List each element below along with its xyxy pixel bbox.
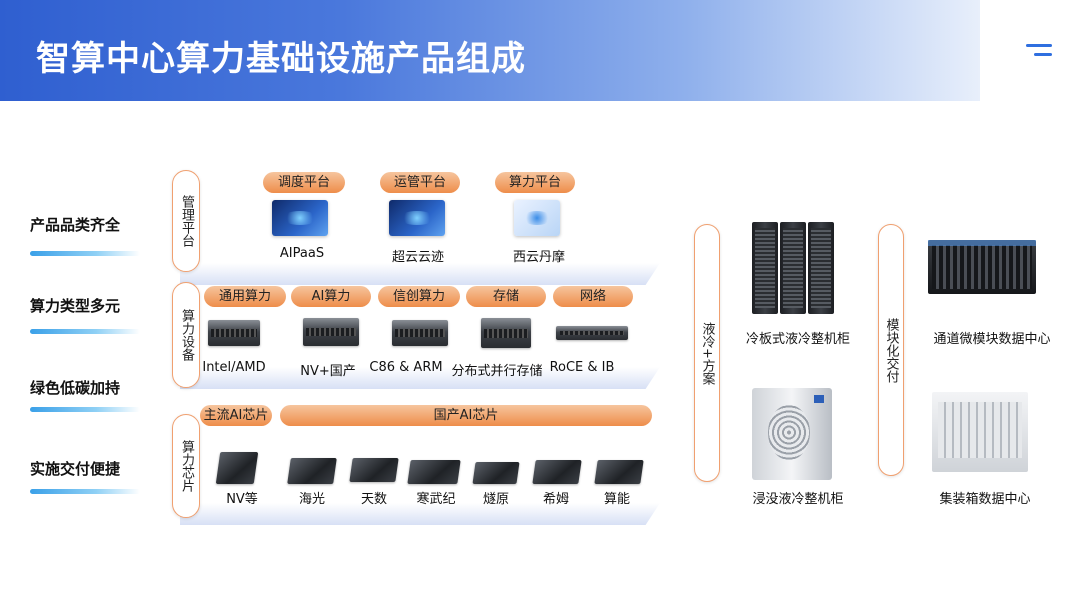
pill-computing: 算力平台: [495, 172, 575, 193]
pill-general: 通用算力: [204, 286, 286, 307]
chip-icon-enflame: [472, 462, 520, 484]
pill-ai: AI算力: [291, 286, 371, 307]
label-intel-amd: Intel/AMD: [202, 360, 266, 375]
page-title: 智算中心算力基础设施产品组成: [36, 39, 526, 79]
label-roce-ib: RoCE & IB: [549, 360, 615, 375]
cloud-ops-screen-icon: [389, 200, 445, 236]
label-cold-plate-rack: 冷板式液冷整机柜: [745, 332, 850, 347]
switch-icon-network: [556, 326, 628, 340]
cold-plate-rack-icon-3: [808, 222, 834, 314]
menu-icon[interactable]: [1026, 44, 1054, 60]
micro-module-datacenter-icon: [928, 240, 1036, 294]
label-enflame: 燧原: [482, 492, 509, 507]
label-sophgo: 算能: [603, 492, 630, 507]
feature-2-bar: [30, 329, 140, 334]
server-icon-xinchuang: [392, 320, 448, 346]
tab-modular-delivery: 模块化交付: [878, 224, 904, 476]
feature-1-bar: [30, 251, 140, 256]
label-nv-domestic: NV+国产: [300, 364, 356, 379]
equipment-platform-base: [180, 367, 660, 389]
label-chaoyun: 超云云迹: [391, 250, 444, 265]
tab-chips: 算力芯片: [172, 414, 200, 518]
chip-icon-hygon: [287, 458, 337, 484]
label-container-datacenter: 集装箱数据中心: [939, 492, 1031, 507]
aipaas-screen-icon: [272, 200, 328, 236]
feature-4-bar: [30, 489, 140, 494]
chip-icon-tianshu: [349, 458, 399, 482]
tab-liquid-cooling: 液冷+方案: [694, 224, 720, 482]
header-banner: [0, 0, 980, 101]
pill-network: 网络: [553, 286, 633, 307]
pill-operations: 运管平台: [380, 172, 460, 193]
feature-3-bar: [30, 407, 140, 412]
chip-icon-xim: [532, 460, 582, 484]
chip-icon-nv: [215, 452, 259, 484]
server-icon-general: [208, 320, 260, 346]
damo-screen-icon: [514, 200, 560, 236]
pill-mainstream-ai-chip: 主流AI芯片: [200, 405, 272, 426]
cold-plate-rack-icon-2: [780, 222, 806, 314]
label-nv: NV等: [226, 492, 258, 507]
label-aipaas: AIPaaS: [279, 246, 325, 261]
label-xiyun: 西云丹摩: [512, 250, 565, 265]
pill-domestic-ai-chip: 国产AI芯片: [280, 405, 652, 426]
label-immersion-rack: 浸没液冷整机柜: [752, 492, 844, 507]
label-cambricon: 寒武纪: [416, 492, 456, 507]
chip-icon-sophgo: [594, 460, 644, 484]
chip-icon-cambricon: [407, 460, 461, 484]
label-xim: 希姆: [542, 492, 569, 507]
tab-equipment: 算力设备: [172, 282, 200, 388]
feature-2: 算力类型多元: [30, 297, 121, 315]
management-platform-base: [180, 263, 660, 285]
chips-platform-base: [180, 503, 660, 525]
label-micro-module-datacenter: 通道微模块数据中心: [933, 332, 1051, 347]
pill-scheduling: 调度平台: [263, 172, 345, 193]
container-datacenter-icon: [932, 392, 1028, 472]
pill-xinchuang: 信创算力: [378, 286, 460, 307]
feature-4: 实施交付便捷: [30, 460, 121, 478]
tab-management: 管理平台: [172, 170, 200, 272]
pill-storage: 存储: [466, 286, 546, 307]
server-icon-ai: [303, 318, 359, 346]
label-distributed-storage: 分布式并行存储: [451, 364, 543, 379]
cold-plate-rack-icon-1: [752, 222, 778, 314]
feature-1: 产品品类齐全: [30, 216, 121, 234]
label-c86-arm: C86 & ARM: [369, 360, 443, 375]
immersion-tank-icon: [752, 388, 832, 480]
feature-3: 绿色低碳加持: [30, 379, 121, 397]
server-icon-storage: [481, 318, 531, 348]
label-tianshu: 天数: [360, 492, 387, 507]
label-hygon: 海光: [298, 492, 325, 507]
